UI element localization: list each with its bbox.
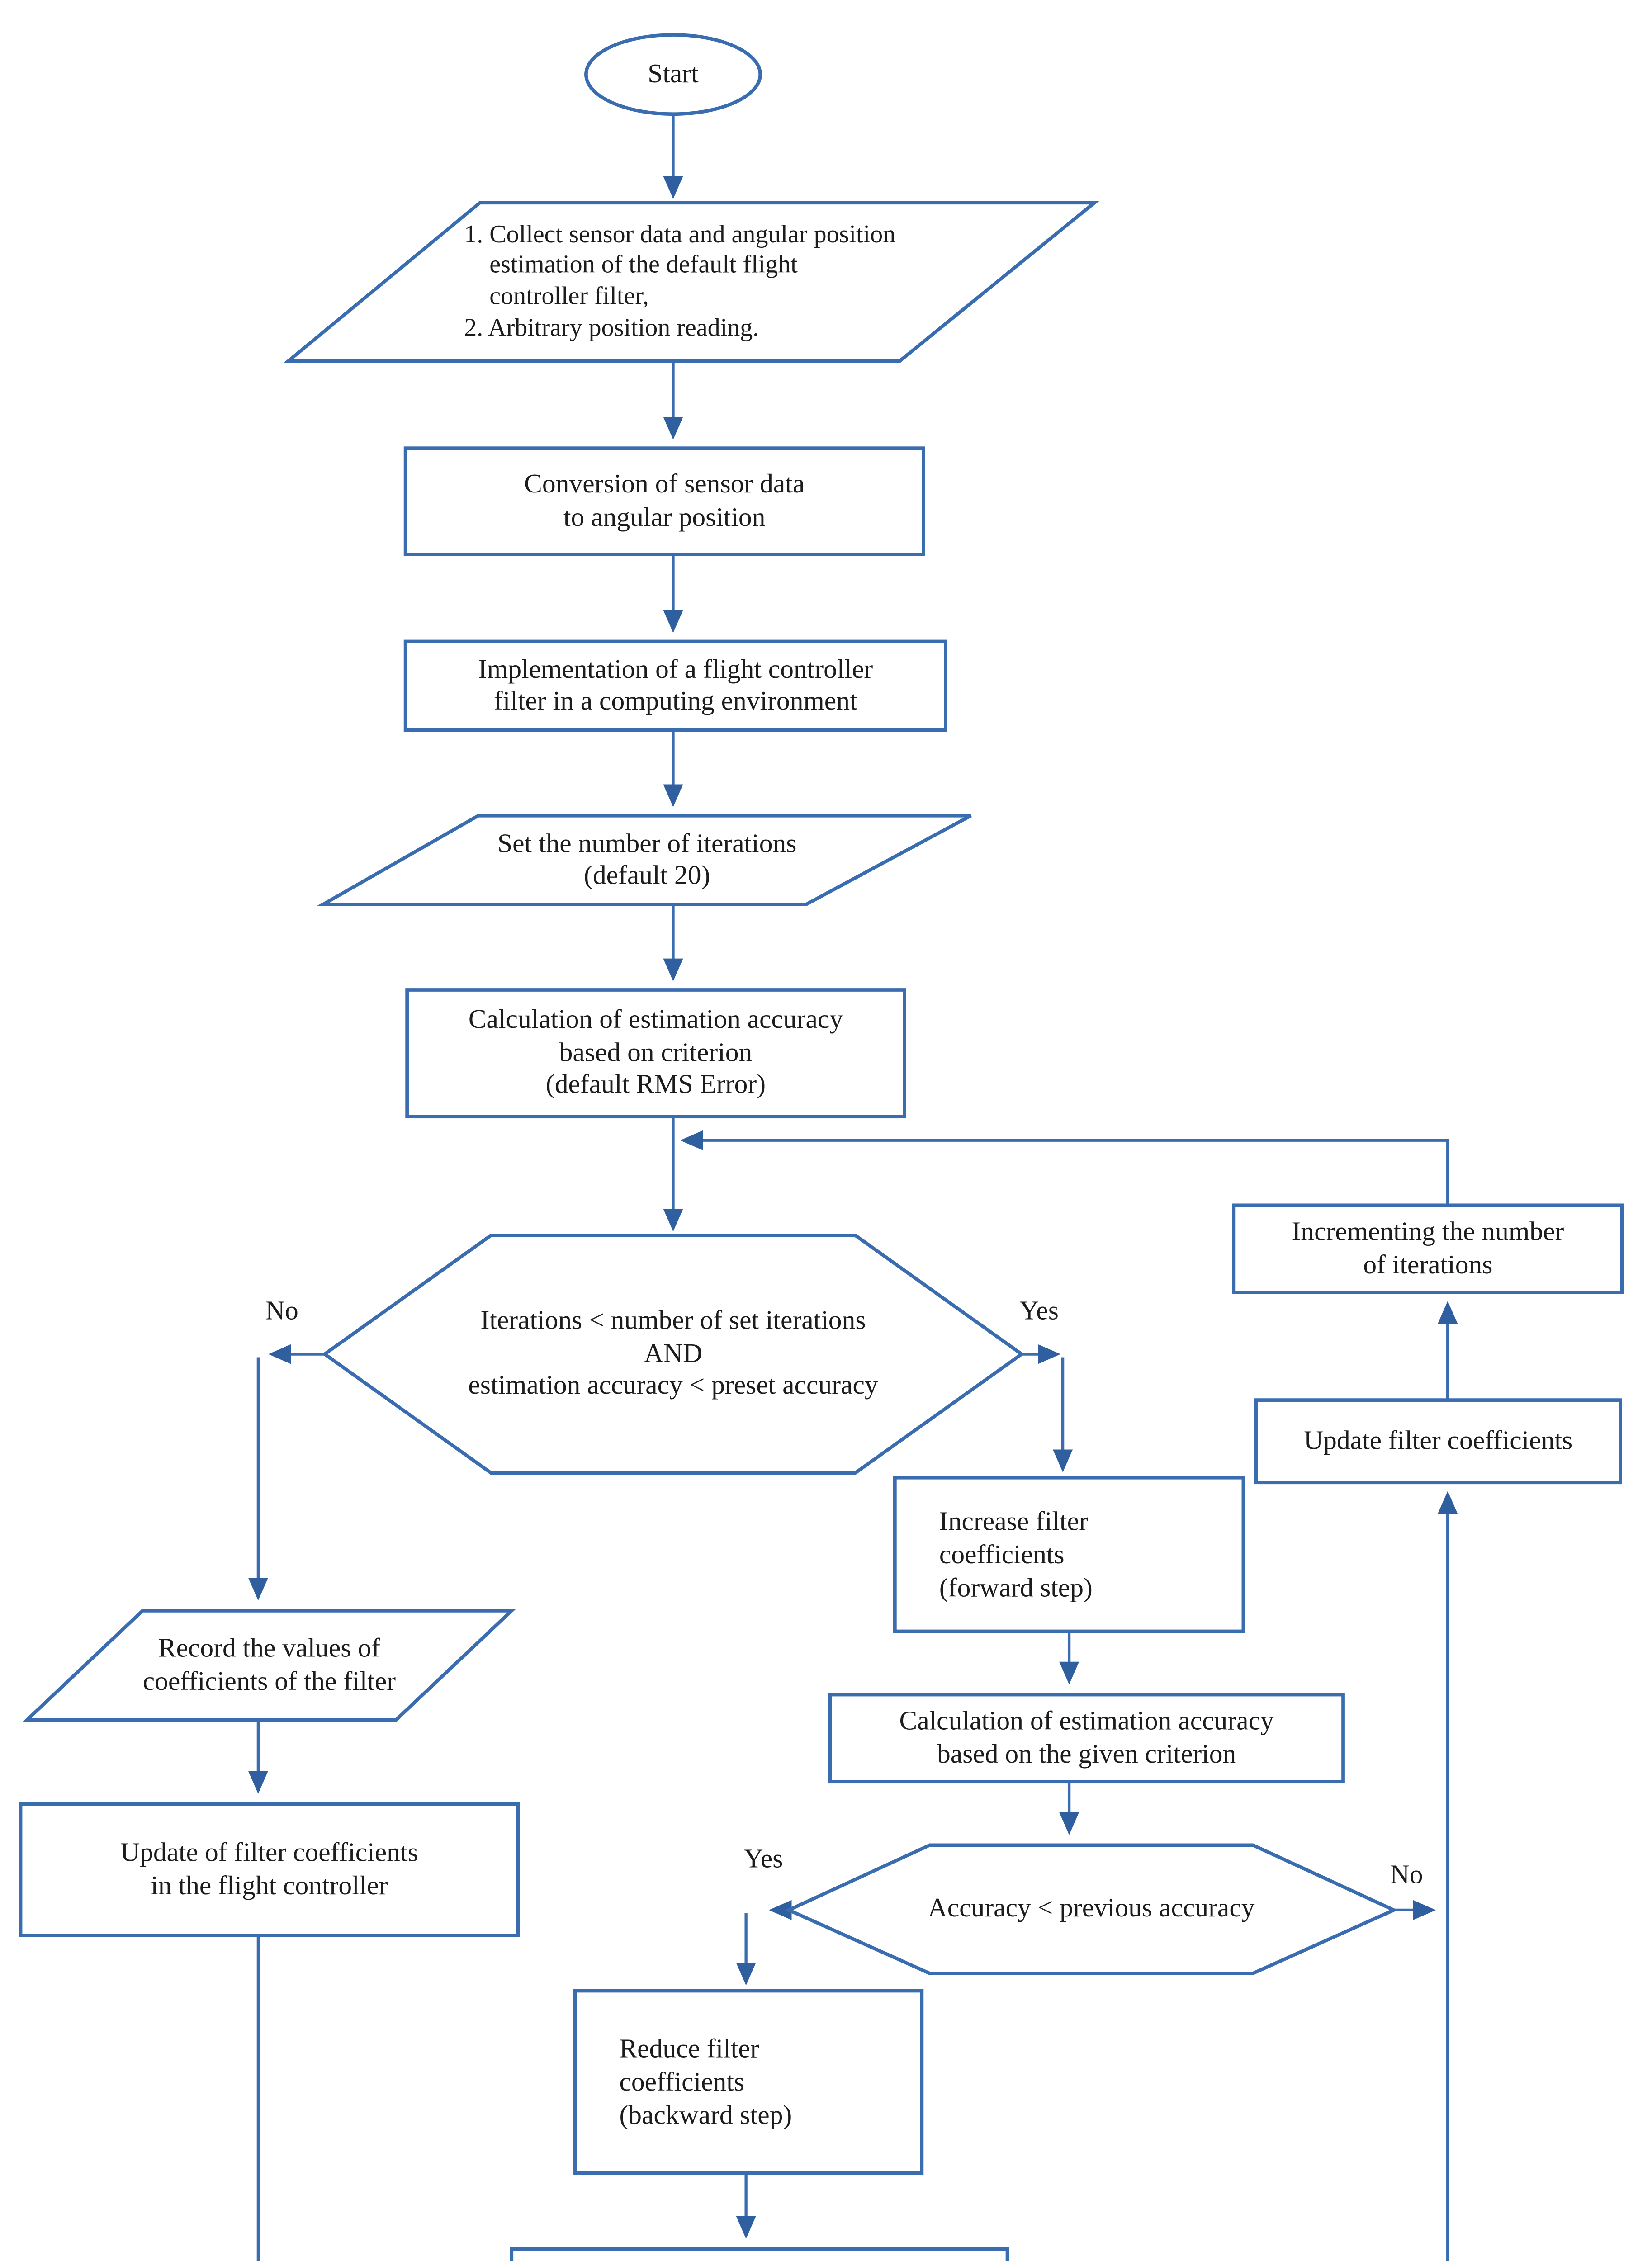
edge-loopback-incrementing-to-mainline (680, 1130, 1449, 1206)
loop-yes-label: Yes (1019, 1295, 1059, 1326)
implementation-process (403, 639, 947, 732)
update-fc-in-controller-process (19, 1802, 520, 1937)
start-terminator (584, 33, 762, 116)
update-filter-coefficients-process (1254, 1398, 1622, 1485)
increase-coefficients-process (893, 1476, 1245, 1633)
calc-accuracy-rms-process (405, 988, 906, 1119)
reduce-coefficients-process (573, 1989, 924, 2175)
accuracy-no-label: No (1390, 1859, 1423, 1890)
set-iterations-parallelogram (316, 814, 972, 906)
incrementing-process (1232, 1203, 1624, 1294)
calc-accuracy-backward-process (510, 2247, 1009, 2261)
accuracy-condition-decision (784, 1843, 1398, 1975)
loop-condition-decision (322, 1234, 1025, 1475)
accuracy-yes-label: Yes (743, 1843, 783, 1874)
record-coefficients-parallelogram (22, 1609, 516, 1722)
calc-accuracy-forward-process (828, 1693, 1345, 1784)
collect-inputs-parallelogram (283, 201, 1100, 363)
conversion-process (403, 446, 925, 556)
loop-no-label: No (265, 1295, 298, 1326)
